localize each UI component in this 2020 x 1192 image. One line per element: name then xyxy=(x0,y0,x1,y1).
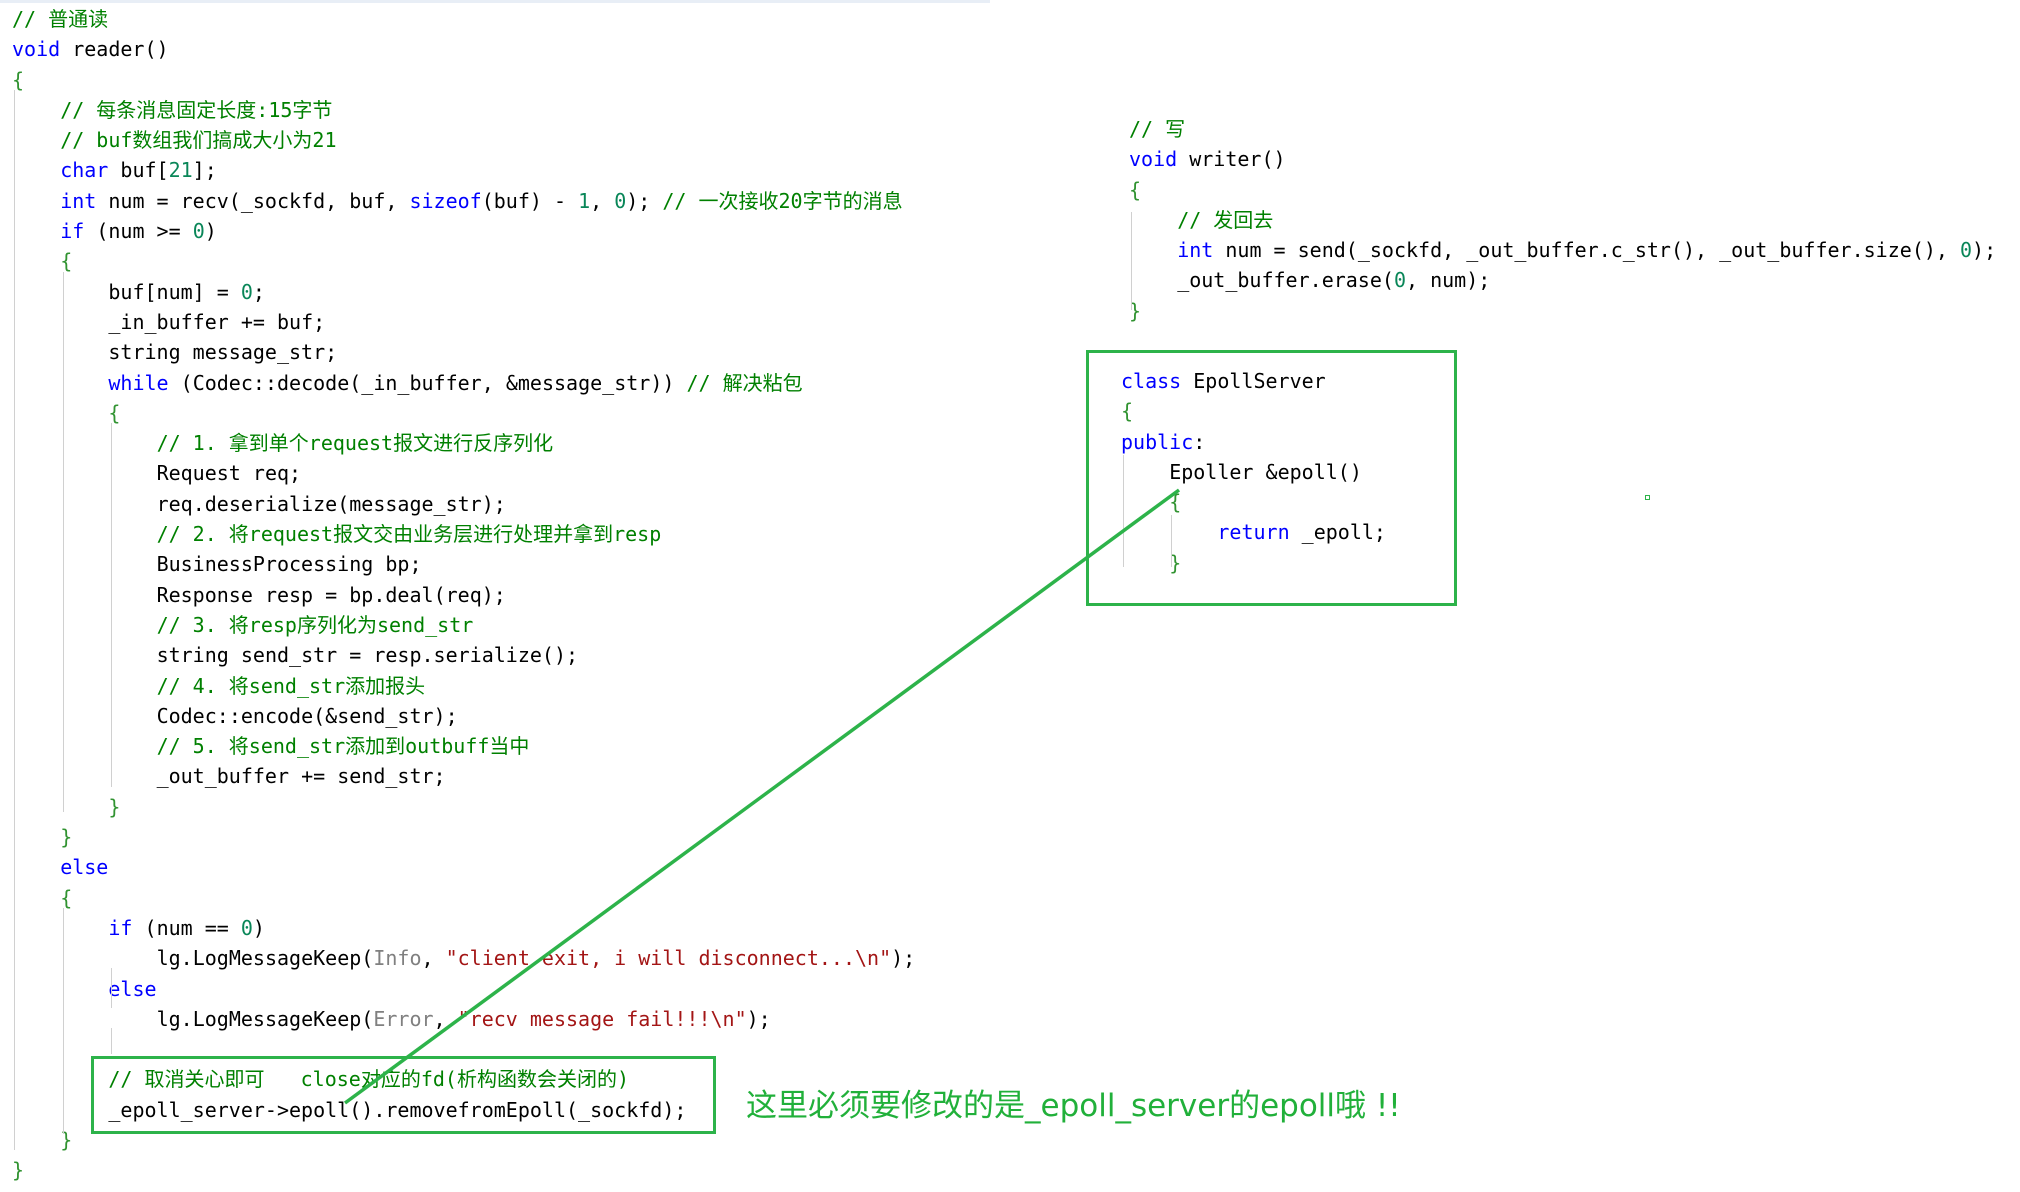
reader-code-block: // 普通读 void reader() { // 每条消息固定长度:15字节 //… xyxy=(12,4,915,1186)
code-line: { xyxy=(60,249,73,274)
code-line: Request req; xyxy=(156,461,302,486)
code-line: // 5. 将send_str添加到outbuff当中 xyxy=(156,734,530,759)
code-line: // 1. 拿到单个request报文进行反序列化 xyxy=(156,431,554,456)
marker-dot xyxy=(1645,495,1650,500)
code-line: // 普通读 xyxy=(12,7,109,31)
code-line: _in_buffer += buf; xyxy=(108,309,326,334)
code-line: // 发回去 xyxy=(1177,207,1274,232)
editor-top-bar xyxy=(0,0,990,3)
code-line: req.deserialize(message_str); xyxy=(156,491,506,516)
code-line: buf[num] = 0; xyxy=(108,279,265,304)
indent-guide xyxy=(1123,455,1124,567)
highlight-box-remove-from-epoll xyxy=(91,1056,716,1134)
writer-code-block: // 写 void writer() { // 发回去 int num = send… xyxy=(1129,114,1996,326)
indent-guide xyxy=(63,908,64,1134)
code-line: _out_buffer += send_str; xyxy=(156,764,446,789)
code-line: } xyxy=(108,794,121,819)
code-line: } xyxy=(1169,550,1182,575)
code-line: // 2. 将request报文交由业务层进行处理并拿到resp xyxy=(156,522,662,547)
code-line: void reader() xyxy=(12,37,169,62)
highlight-box-epoll-class xyxy=(1086,350,1457,606)
code-line: { xyxy=(12,67,25,92)
code-line: } xyxy=(1129,298,1142,323)
code-line: else xyxy=(60,855,109,880)
code-line: // 每条消息固定长度:15字节 xyxy=(60,97,333,122)
code-line: if (num == 0) xyxy=(108,915,265,940)
code-line: int num = recv(_sockfd, buf, sizeof(buf)… xyxy=(60,188,903,213)
code-line: BusinessProcessing bp; xyxy=(156,552,422,577)
code-line: Response resp = bp.deal(req); xyxy=(156,582,506,607)
code-line: Codec::encode(&send_str); xyxy=(156,703,458,728)
code-line: { xyxy=(1121,399,1134,424)
indent-guide xyxy=(111,423,112,787)
code-line: _epoll_server->epoll().removefromEpoll(_… xyxy=(108,1097,687,1122)
code-line: void writer() xyxy=(1129,147,1286,172)
code-line: lg.LogMessageKeep(Error, "recv message f… xyxy=(156,1006,771,1031)
code-line: } xyxy=(60,825,73,850)
indent-guide xyxy=(1171,515,1172,567)
code-line: { xyxy=(108,400,121,425)
code-line: // 写 xyxy=(1129,117,1186,141)
code-line: string send_str = resp.serialize(); xyxy=(156,643,579,668)
code-line: } xyxy=(12,1158,25,1183)
code-line: // 4. 将send_str添加报头 xyxy=(156,673,426,698)
code-line: public: xyxy=(1121,429,1206,454)
indent-guide xyxy=(111,1028,112,1054)
code-line: // 取消关心即可 close对应的fd(析构函数会关闭的) xyxy=(108,1067,629,1092)
indent-guide xyxy=(1131,212,1132,310)
code-line: { xyxy=(60,885,73,910)
indent-guide xyxy=(14,90,15,1150)
epoll-class-code-block: class EpollServer { public: Epoller &epoll… xyxy=(1121,366,1386,578)
code-line: int num = send(_sockfd, _out_buffer.c_st… xyxy=(1177,238,1997,263)
indent-guide xyxy=(111,968,112,1008)
code-line: // buf数组我们搞成大小为21 xyxy=(60,128,337,153)
code-line: else xyxy=(108,976,157,1001)
code-line: _out_buffer.erase(0, num); xyxy=(1177,268,1491,293)
code-line: Epoller &epoll() xyxy=(1169,459,1362,484)
code-line: { xyxy=(1129,177,1142,202)
code-line: lg.LogMessageKeep(Info, "client exit, i … xyxy=(156,946,916,971)
code-line: return _epoll; xyxy=(1217,520,1386,545)
code-line: string message_str; xyxy=(108,340,338,365)
code-line: if (num >= 0) xyxy=(60,219,217,244)
code-line: while (Codec::decode(_in_buffer, &messag… xyxy=(108,370,803,395)
indent-guide xyxy=(63,272,64,812)
annotation-text: 这里必须要修改的是_epoll_server的epoll哦 !! xyxy=(746,1088,1401,1124)
code-line: class EpollServer xyxy=(1121,369,1326,393)
code-line: char buf[21]; xyxy=(60,158,217,183)
code-line: // 3. 将resp序列化为send_str xyxy=(156,612,474,637)
